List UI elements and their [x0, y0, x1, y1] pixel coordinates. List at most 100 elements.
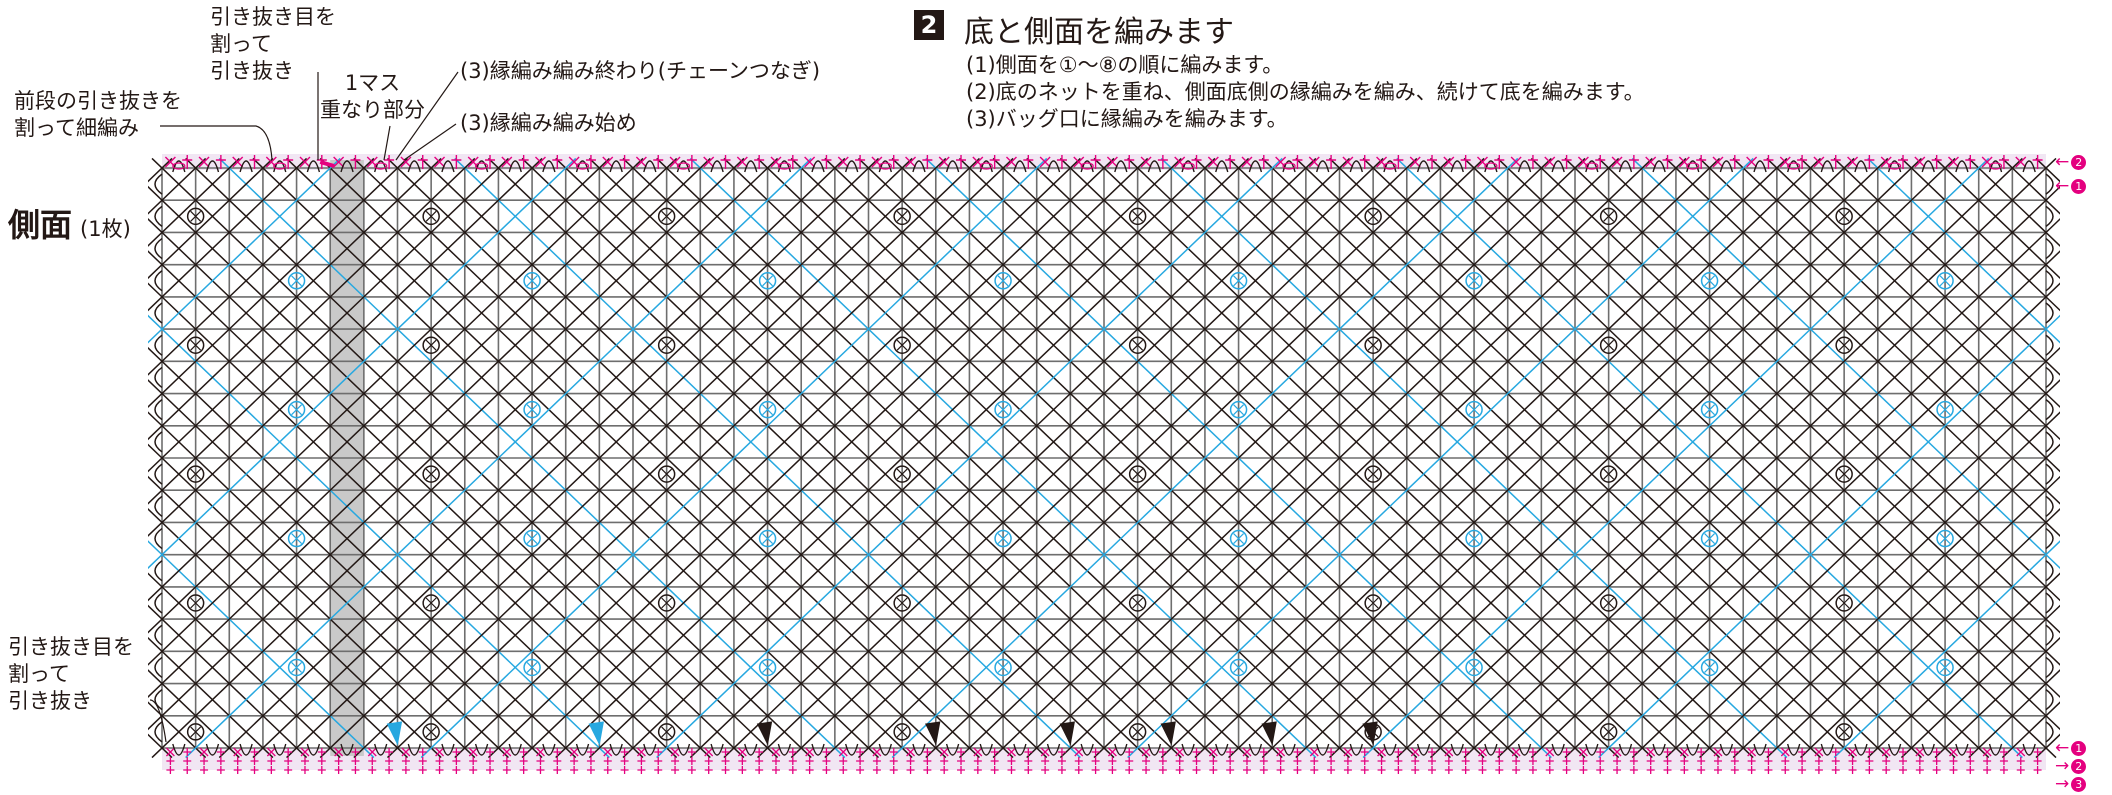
bottom-sc-stitch	[704, 747, 714, 757]
top-loop	[1416, 160, 1431, 173]
edging-hdc-stitch	[956, 155, 967, 169]
bottom-plus-stitch	[1091, 757, 1100, 765]
edging-sc-stitch	[232, 156, 244, 168]
bottom-plus-stitch	[1192, 757, 1201, 765]
stitch-circle	[893, 723, 911, 741]
top-loop	[1147, 160, 1162, 173]
section-title: 側面	[8, 206, 73, 244]
stitch-circle	[1700, 272, 1719, 290]
stitch-circle	[657, 207, 676, 226]
bottom-plus-stitch	[502, 757, 511, 765]
edging-hdc-stitch	[619, 155, 630, 169]
top-loop	[1551, 160, 1565, 173]
bottom-plus-stitch	[418, 766, 427, 774]
bottom-plus-stitch	[536, 757, 545, 765]
stitch-diagonal	[252, 157, 880, 759]
bold-v-stitch	[1160, 721, 1176, 746]
bottom-loop	[1349, 743, 1363, 756]
bottom-sc-stitch	[1814, 747, 1824, 757]
bottom-plus-stitch	[1007, 766, 1016, 774]
bottom-plus-stitch	[385, 757, 394, 765]
stitch-diagonal	[1900, 157, 2112, 362]
edge-loop-left	[154, 334, 163, 356]
edging-hdc-stitch	[1258, 155, 1269, 169]
bottom-plus-stitch	[1663, 757, 1672, 765]
bottom-plus-stitch	[317, 757, 326, 765]
bottom-plus-stitch	[1764, 748, 1773, 756]
edging-hdc-stitch	[1292, 155, 1303, 169]
edging-sc-stitch	[905, 156, 917, 168]
bottom-plus-stitch	[200, 766, 209, 774]
bottom-plus-stitch	[1629, 766, 1638, 774]
bottom-sc-stitch	[1646, 747, 1656, 757]
bottom-plus-stitch	[1831, 757, 1840, 765]
edging-hdc-stitch	[787, 155, 798, 169]
round-marker-bottom-3: →3	[2055, 774, 2087, 794]
edging-hdc-stitch	[1427, 155, 1438, 169]
round-number: 1	[2071, 740, 2087, 756]
bold-v-stitch	[925, 721, 941, 746]
bottom-plus-stitch	[1613, 766, 1622, 774]
edge-loop-right	[2045, 721, 2054, 743]
annotation-line: 引き抜き	[210, 59, 294, 83]
bottom-plus-stitch	[1983, 766, 1992, 774]
stitch-diagonal	[958, 157, 1586, 759]
stitch-diagonal	[0, 157, 274, 421]
stitch-diagonal	[992, 157, 1620, 759]
bottom-plus-stitch	[704, 766, 713, 774]
chain-stitch	[1181, 162, 1195, 170]
bottom-loop	[1787, 743, 1801, 756]
bottom-plus-stitch	[1528, 766, 1537, 774]
bottom-plus-stitch	[889, 766, 898, 774]
stitch-circle-cross	[190, 339, 202, 351]
bottom-plus-stitch	[2033, 766, 2042, 774]
bottom-sc-stitch	[1007, 747, 1016, 757]
bottom-loop	[205, 743, 220, 756]
edging-sc-stitch	[1712, 156, 1724, 168]
top-loop	[1080, 160, 1094, 173]
edge-loop-left	[154, 689, 163, 711]
bottom-sc-stitch	[1713, 747, 1723, 757]
round-marker-top-1: ←1	[2055, 176, 2087, 196]
bottom-plus-stitch	[1663, 748, 1672, 756]
bottom-loop	[1955, 743, 1969, 756]
top-loop	[878, 160, 892, 173]
annotation-line: 引き抜き目を	[210, 5, 336, 29]
stitch-circle-cross	[1468, 404, 1480, 416]
bottom-plus-stitch	[755, 766, 764, 774]
bottom-loop	[945, 743, 960, 756]
stitch-circle	[1700, 529, 1719, 548]
bottom-plus-stitch	[1057, 748, 1066, 756]
annotation-edging-start: (3)縁編み編み始め	[460, 111, 637, 135]
stitch-circle-cross	[1132, 210, 1144, 222]
stitch-circle	[186, 336, 205, 354]
bottom-plus-stitch	[267, 757, 276, 765]
bottom-plus-stitch	[990, 757, 999, 765]
bottom-plus-stitch	[1949, 766, 1958, 774]
arrow-left-icon: ←	[2055, 738, 2070, 758]
bottom-plus-stitch	[1192, 766, 1201, 774]
stitch-diagonal	[420, 157, 1048, 759]
chain-stitch	[979, 162, 993, 170]
top-loop	[1921, 160, 1935, 173]
edging-hdc-stitch	[821, 155, 832, 169]
bottom-loop	[1652, 743, 1666, 756]
bottom-plus-stitch	[1175, 757, 1184, 765]
top-loop	[845, 160, 859, 173]
bottom-loop	[878, 743, 892, 756]
bottom-loop	[1013, 743, 1027, 756]
stitch-circle	[186, 594, 205, 612]
bottom-sc-stitch	[1679, 747, 1689, 757]
bottom-plus-stitch	[334, 757, 343, 765]
stitch-circle-cross	[1233, 404, 1244, 416]
bottom-plus-stitch	[2033, 748, 2042, 756]
top-loop	[1618, 160, 1633, 173]
top-loop	[1753, 160, 1767, 173]
bottom-loop	[407, 743, 421, 756]
bottom-plus-stitch	[1646, 766, 1655, 774]
stitch-circle	[1599, 723, 1618, 741]
bottom-plus-stitch	[620, 748, 629, 756]
bottom-plus-stitch	[1142, 757, 1151, 765]
bottom-sc-stitch	[569, 747, 579, 757]
stitch-diagonal	[0, 157, 308, 454]
